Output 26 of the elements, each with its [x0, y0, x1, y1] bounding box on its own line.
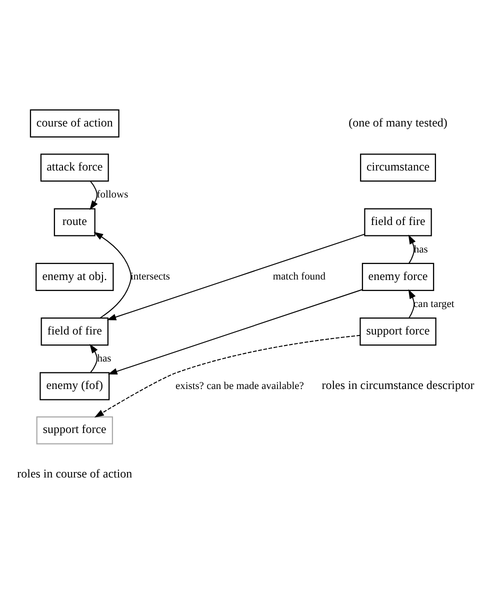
edge-label: exists? can be made available?: [175, 380, 304, 392]
edge-label: has: [97, 353, 112, 364]
edge-label: match found: [272, 271, 326, 282]
label: roles in course of action: [17, 466, 132, 480]
arrow: [94, 334, 361, 418]
node-box: support force: [360, 317, 436, 346]
arrow: [90, 343, 98, 373]
arrow: [90, 180, 98, 210]
label: roles in circumstance descriptor: [322, 378, 474, 392]
arrow: [408, 288, 416, 318]
node-box: support force: [36, 416, 113, 444]
node-box: course of action: [30, 108, 120, 137]
arrow: [408, 234, 416, 264]
node-box: enemy at obj.: [36, 262, 114, 290]
node-box: circumstance: [360, 153, 436, 182]
node-box: enemy force: [362, 262, 434, 290]
arrow: [108, 288, 363, 374]
node-box: attack force: [40, 153, 109, 182]
node-box: field of fire: [364, 208, 432, 236]
edge-label: follows: [96, 189, 128, 200]
node-box: route: [54, 208, 96, 236]
arrow: [106, 233, 366, 320]
node-box: field of fire: [40, 317, 109, 346]
arrow: [94, 231, 132, 318]
node-label: (one of many tested): [348, 114, 448, 129]
node-box: enemy (fof): [40, 372, 110, 400]
